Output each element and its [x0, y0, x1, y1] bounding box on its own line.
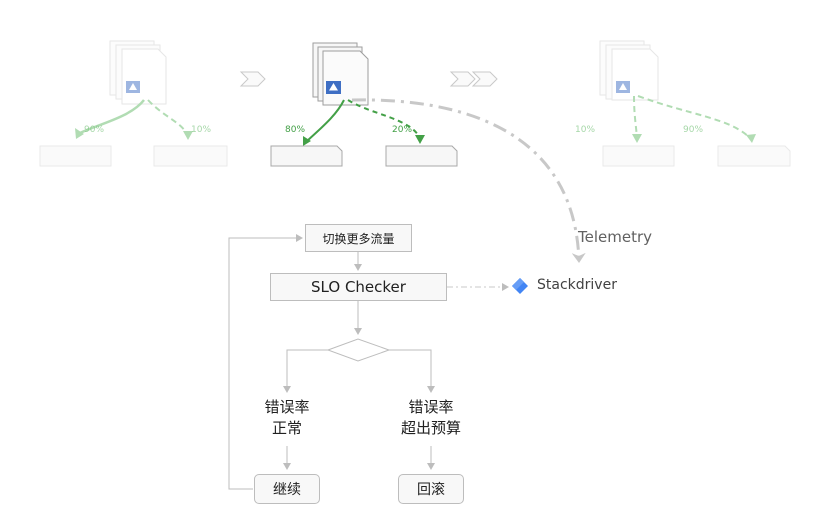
pct-label-stage2-right: 20%: [392, 125, 413, 135]
slo-checker-box: SLO Checker: [270, 273, 447, 301]
error-rate-normal-label: 错误率 正常: [247, 397, 327, 439]
error-normal-line2: 正常: [271, 419, 302, 437]
chevron-right-icon: [239, 71, 266, 87]
pod-box-left: [270, 145, 343, 167]
split-arrow-right: [347, 99, 421, 139]
stage-1: [39, 40, 228, 167]
telemetry-label: Telemetry: [578, 228, 653, 246]
split-arrow-left: [304, 99, 345, 144]
pct-label-stage3-left: 10%: [575, 125, 596, 135]
split-arrow-left: [633, 95, 638, 139]
stackdriver-icon: [512, 278, 528, 294]
error-over-line2: 超出预算: [400, 419, 461, 437]
branch-over-budget: [389, 349, 435, 393]
pct-label-stage1-left: 90%: [84, 125, 105, 135]
pod-box-right: [385, 145, 458, 167]
pod-box-right: [153, 145, 228, 167]
stackdriver-label: Stackdriver: [537, 277, 617, 293]
pod-box-left: [39, 145, 112, 167]
double-chevron-right-icon: [449, 71, 498, 87]
telemetry-arrow: [351, 98, 586, 263]
pct-label-stage2-left: 80%: [285, 125, 306, 135]
deployment-stack-icon: [109, 40, 167, 105]
deployment-stack-icon: [599, 40, 659, 101]
error-over-line1: 错误率: [408, 398, 454, 416]
decision-diamond: [326, 338, 391, 362]
rollback-box: 回滚: [398, 474, 464, 504]
pct-label-stage3-right: 90%: [683, 125, 704, 135]
stage-2: [270, 42, 458, 167]
split-arrow-left: [77, 99, 145, 136]
branch-normal: [283, 349, 328, 393]
pct-label-stage1-right: 10%: [191, 125, 212, 135]
stage-3: [599, 40, 791, 167]
loop-back-line: [228, 234, 303, 490]
pod-box-left: [602, 145, 675, 167]
deployment-stack-icon: [312, 42, 369, 106]
split-arrow-right: [147, 99, 189, 137]
error-rate-over-budget-label: 错误率 超出预算: [385, 397, 477, 439]
split-arrow-right: [637, 95, 751, 139]
pod-box-right: [717, 145, 791, 167]
error-normal-line1: 错误率: [264, 398, 310, 416]
continue-box: 继续: [254, 474, 320, 504]
shift-traffic-box: 切换更多流量: [305, 224, 412, 252]
